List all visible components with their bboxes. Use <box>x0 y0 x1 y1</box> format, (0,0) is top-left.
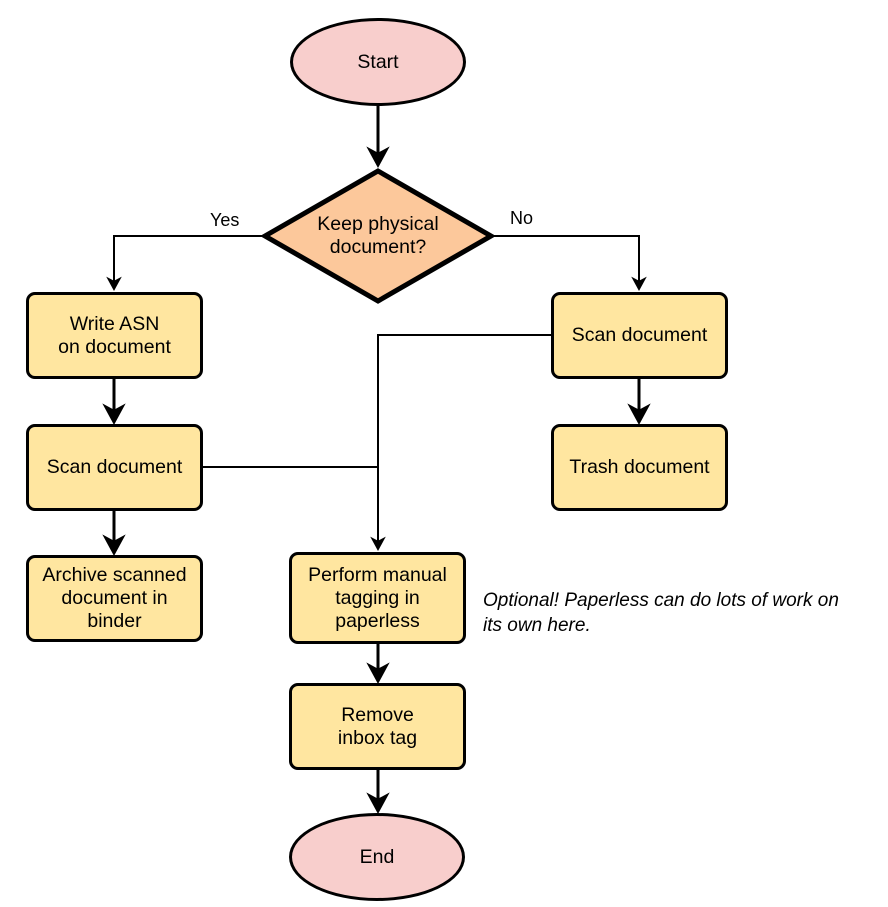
diamond-shape-icon <box>262 168 494 304</box>
node-trash-document-label: Trash document <box>569 456 710 478</box>
node-keep-physical-document-label: Keep physical document? <box>317 213 439 258</box>
edge-label-no: No <box>510 208 534 228</box>
node-end-label: End <box>359 845 395 868</box>
node-perform-manual-tagging-in-paperless-label: Perform manual tagging in paperless <box>308 563 447 632</box>
node-scan-document-left-label: Scan document <box>46 456 183 478</box>
node-scan-document-left[interactable]: Scan document <box>26 424 203 511</box>
node-scan-document-right[interactable]: Scan document <box>551 292 728 379</box>
annotation-optional-note: Optional! Paperless can do lots of work … <box>483 590 839 637</box>
node-remove-inbox-tag-label: Remove inbox tag <box>337 703 418 749</box>
node-remove-inbox-tag[interactable]: Remove inbox tag <box>289 683 466 770</box>
node-keep-physical-document[interactable]: Keep physical document? <box>262 168 494 304</box>
edge-decision-no-to-scan-right <box>494 235 647 292</box>
node-start[interactable]: Start <box>290 18 466 106</box>
node-perform-manual-tagging-in-paperless[interactable]: Perform manual tagging in paperless <box>289 552 466 644</box>
node-trash-document[interactable]: Trash document <box>551 424 728 511</box>
edge-scan-right-to-tagging <box>370 334 551 552</box>
node-write-asn-on-document-label: Write ASN on document <box>58 312 171 358</box>
node-start-label: Start <box>357 50 399 73</box>
edge-decision-yes-to-write-asn <box>106 235 262 292</box>
edge-label-yes: Yes <box>210 210 240 230</box>
node-end[interactable]: End <box>289 813 465 901</box>
node-archive-scanned-document-in-binder[interactable]: Archive scanned document in binder <box>26 555 203 642</box>
node-archive-scanned-document-in-binder-label: Archive scanned document in binder <box>42 564 187 632</box>
node-scan-document-right-label: Scan document <box>571 324 708 346</box>
node-write-asn-on-document[interactable]: Write ASN on document <box>26 292 203 379</box>
